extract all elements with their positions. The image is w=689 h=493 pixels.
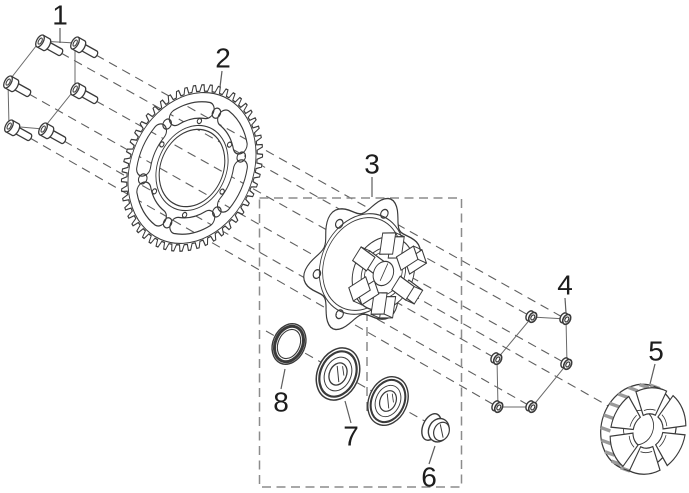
callout-3-label: 3: [364, 149, 380, 180]
callout-3: 3: [364, 149, 380, 197]
rubber-segment: [628, 445, 661, 475]
part-2-sprocket: [120, 84, 264, 252]
axis-line: [28, 93, 496, 359]
axis-line: [29, 137, 497, 407]
vane-base: [391, 275, 415, 301]
vane-base: [348, 276, 371, 302]
callout-6: 6: [421, 445, 437, 493]
callout-2-leader: [219, 70, 223, 88]
callout-4-label: 4: [557, 270, 573, 301]
rubber-stripe: [600, 425, 611, 433]
bolt-icon: [70, 82, 99, 105]
hub-drum: [348, 232, 428, 319]
part-3-sprocket-hub: [303, 197, 428, 331]
part-4-nut-set: [490, 310, 573, 414]
nut-icon: [560, 357, 573, 371]
rubber-stripe: [609, 401, 620, 409]
callout-6-leader: [428, 445, 436, 465]
callout-8-leader: [280, 368, 286, 390]
bolt-icon: [4, 119, 33, 142]
sprocket-body: [120, 84, 264, 252]
bolt-icon: [3, 75, 32, 98]
callout-7-leader: [344, 400, 352, 424]
bearing-icon: [367, 376, 409, 426]
nut-icon: [490, 352, 503, 366]
vane-base: [379, 232, 397, 255]
nut-icon: [525, 310, 538, 324]
part-5-cush-drive-damper: [600, 382, 687, 475]
bolt-icon: [35, 34, 64, 57]
vane-base: [351, 246, 376, 272]
bearing-icon: [315, 347, 361, 401]
callout-5-label: 5: [648, 336, 664, 367]
vane-base: [395, 245, 419, 272]
callout-8-label: 8: [273, 387, 289, 418]
callout-2-label: 2: [215, 43, 231, 74]
rubber-segment: [635, 387, 668, 417]
rubber-stripe: [617, 392, 629, 399]
oil-seal-ring: [271, 323, 307, 365]
sprocket-teeth-and-holes: [120, 84, 264, 252]
callout-4-leader: [564, 297, 567, 314]
cush-drive-body: [600, 382, 687, 475]
spacer-body: [421, 413, 450, 443]
bolt-icon: [70, 36, 99, 59]
rubber-stripe: [603, 413, 614, 420]
hub-body: [303, 197, 428, 331]
callout-4: 4: [557, 270, 573, 314]
callout-7: 7: [343, 400, 359, 452]
callout-5-leader: [649, 363, 656, 385]
rubber-segment: [654, 431, 686, 467]
rubber-stripe: [610, 459, 622, 467]
rubber-stripe: [604, 450, 616, 457]
callout-5: 5: [648, 336, 664, 385]
callout-6-label: 6: [421, 462, 437, 493]
nut-icon: [559, 312, 572, 326]
rubber-stripe: [627, 385, 639, 393]
bolt-icon: [38, 122, 67, 145]
rubber-stripe: [600, 438, 612, 446]
callout-8: 8: [273, 368, 289, 418]
callout-2: 2: [215, 43, 231, 88]
part-6-spacer-collar: [421, 413, 450, 443]
part-8-oil-seal: [271, 323, 307, 365]
rubber-segment: [657, 394, 687, 430]
nut-icon: [491, 400, 504, 414]
callout-1-label: 1: [52, 0, 68, 31]
part-7-bearings: [315, 347, 409, 426]
nut-icon: [525, 400, 538, 414]
callout-1: 1: [52, 0, 68, 43]
rubber-segment: [609, 432, 639, 468]
callout-7-label: 7: [343, 421, 359, 452]
part-1-bolt-set: [3, 34, 99, 145]
rubber-segment: [610, 395, 642, 431]
